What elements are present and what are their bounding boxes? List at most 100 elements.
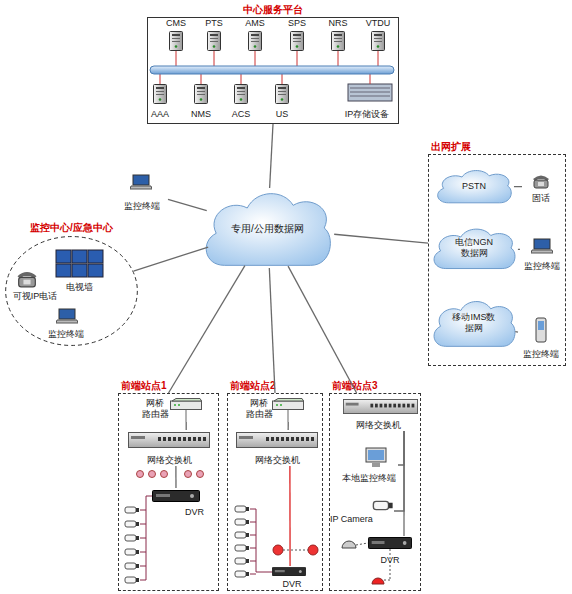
camera-icons [235,506,249,577]
node-label: DVR [185,507,204,518]
router-node: 网桥 路由器 [140,398,206,422]
server-node: NRS [318,18,358,52]
network-cloud: 专用/公用数据网 [200,188,335,268]
node-label: US [276,109,289,120]
router-icon [171,399,202,410]
node-heading: 中心服务平台 [148,4,398,16]
phone-node: 固话 [522,170,560,204]
cloud-shape [434,302,515,347]
network-link [169,266,245,393]
node-label: DVR [282,579,301,590]
laptop-icon [130,175,152,189]
server-node: AMS [235,18,275,52]
network-link [514,186,522,187]
node-label: 电信NGN 数据网 [448,237,500,259]
dvr-icon [153,491,200,502]
network-link [289,466,290,566]
node-heading: 前端站点3 [332,380,378,392]
server-icon [249,32,262,51]
node-label: 电视墙 [66,282,93,293]
router-wire [186,410,187,422]
network-link [288,266,357,393]
dvr-icon [272,567,305,575]
network-link [175,466,176,488]
server-node: PTS [194,18,234,52]
platform-box: 中心服务平台CMSPTSAMSSPSNRSVTDUAAANMSACSUSIP存储… [147,17,399,124]
laptop-icon [531,239,553,253]
server-node: ACS [221,82,261,120]
mobile-icon [536,318,546,342]
terminal-node: 监控终端 [520,228,564,272]
node-label: 网桥 路由器 [244,398,274,420]
dome-camera-icon [342,541,368,548]
server-icon [208,32,221,51]
node-label: SPS [288,18,306,29]
router-node: 网桥 路由器 [244,398,310,422]
node-label: AAA [151,109,169,120]
server-icon [235,85,248,104]
extension-box: 出网扩展PSTN固话电信NGN 数据网监控终端移动IMS数 据网监控终端 [428,154,566,366]
camera-wires [140,496,152,580]
network-cloud: 电信NGN 数据网 [430,226,518,270]
server-node: US [262,82,302,120]
network-link [398,431,404,465]
dvr-node: DVR [268,566,316,590]
network-link [269,268,275,393]
sensor-icons [137,471,204,478]
node-label: 监控终端 [523,349,559,360]
node-label: DVR [380,555,399,566]
router-wire [288,410,289,422]
terminal-icon [366,448,386,467]
dvr-node: DVR [148,488,204,518]
network-bus [150,66,394,74]
site-box: 前端站点3网络交换机本地监控终端IP CameraDVR [329,393,421,591]
node-label: NMS [191,109,211,120]
server-node: AAA [140,82,180,120]
storage-node: IP存储设备 [336,82,398,120]
node-label: 移动IMS数 据网 [445,312,503,334]
node-label: 固话 [532,193,550,204]
server-icon [170,32,183,51]
node-label: 网络交换机 [147,455,192,466]
server-node: CMS [156,18,196,52]
node-label: 网桥 路由器 [140,398,170,420]
tv-wall-icon [56,250,103,277]
camera-icons [125,507,139,583]
switch-icon [129,433,210,448]
network-cloud: 移动IMS数 据网 [430,298,518,348]
node-label: 监控终端 [124,201,160,212]
node-heading: 前端站点1 [121,380,167,392]
node-label: CMS [166,18,186,29]
alarm-lights [273,545,318,555]
tvwall-node: 电视墙 [50,247,108,293]
switch-node: 网络交换机 [336,397,420,431]
site-box: 前端站点1网桥 路由器网络交换机DVR [118,393,219,591]
network-link [518,249,520,250]
terminal-node: 监控终端 [40,306,92,340]
node-label: 网络交换机 [255,455,300,466]
network-link [186,422,187,430]
node-label: VTDU [366,18,391,29]
node-label: IP存储设备 [345,109,390,120]
switch-icon [343,399,417,413]
node-label: 监控终端 [48,329,84,340]
node-label: IP Camera [330,514,373,525]
site-box: 前端站点2网桥 路由器网络交换机DVR [227,393,323,591]
cloud-shape [434,229,515,268]
router-icon [273,399,304,410]
camera-wires [250,509,272,574]
terminal-node: 本地监控终端 [340,446,398,484]
node-label: 专用/公用数据网 [231,223,304,234]
video-phone-icon [18,272,37,287]
server-icon [291,32,304,51]
network-link [394,431,404,511]
center-ellipse: 监控中心/应急中心电视墙可视IP电话监控终端 [5,236,138,346]
node-label: 可视IP电话 [13,291,58,302]
dvr-node: DVR [362,536,418,566]
server-icon [372,32,385,51]
switch-node: 网络交换机 [234,430,320,466]
node-label: PTS [205,18,223,29]
camera-node: IP Camera [330,497,394,525]
network-link [403,431,404,536]
